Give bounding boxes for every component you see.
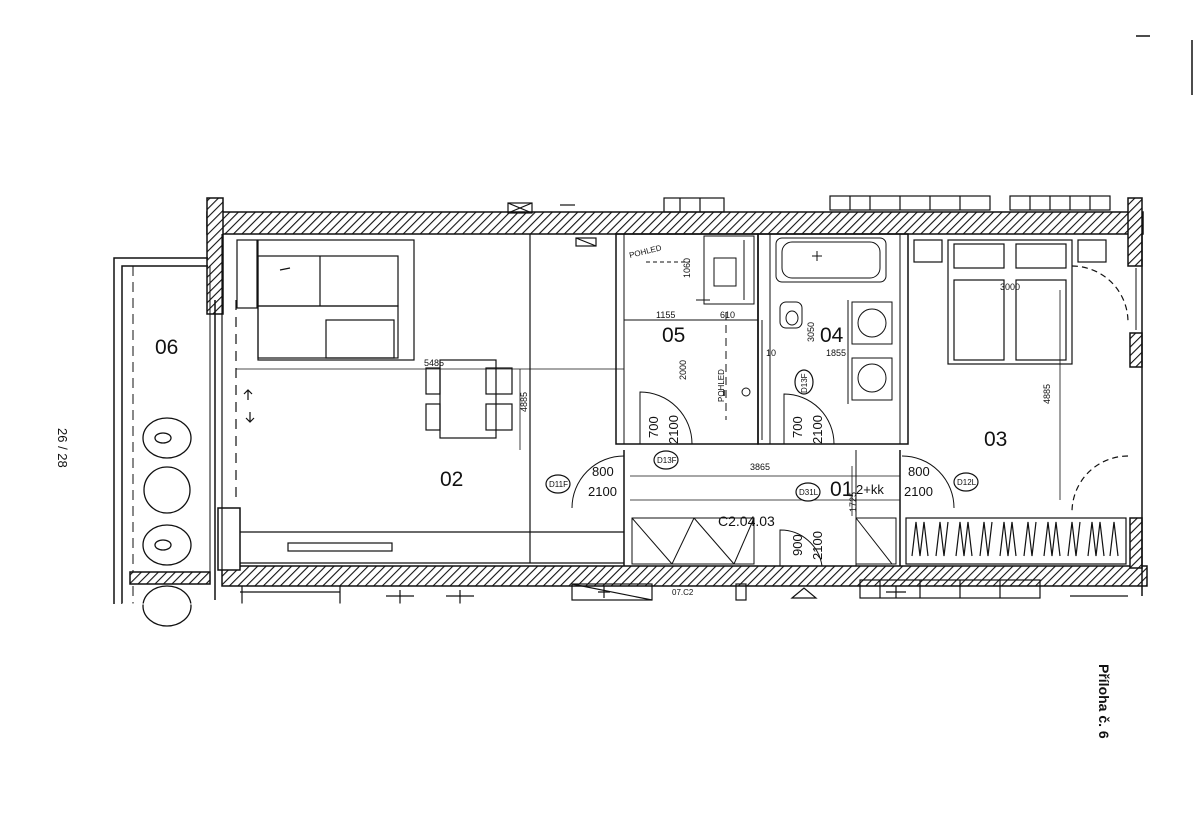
dim-5485: 5485: [424, 358, 444, 368]
dim-1855: 1855: [826, 348, 846, 358]
door-d12l-width: 800: [908, 464, 930, 479]
dim-4885-left: 4885: [519, 392, 529, 412]
bedroom-03: [905, 234, 1143, 596]
dim-1725: 1725: [848, 492, 858, 512]
top-wall-elements: [507, 195, 1111, 214]
balcony-furniture: [142, 417, 192, 627]
door-tag-d13f-b: D13F: [800, 373, 809, 393]
room-label-01: 01: [830, 478, 853, 501]
pohled-label-b: POHLED: [717, 369, 726, 402]
dim-1155: 1155: [656, 310, 675, 320]
unit-layout: 2+kk: [856, 482, 884, 497]
room-label-03: 03: [984, 428, 1007, 451]
hallway-01: [571, 450, 955, 567]
dim-3050: 3050: [806, 322, 816, 342]
room-04: [757, 233, 909, 445]
dim-1060: 1060: [682, 258, 692, 278]
room-label-05: 05: [662, 324, 685, 347]
room-label-02: 02: [440, 468, 463, 491]
door-entry-height: 2100: [810, 531, 825, 560]
living-room-02: [221, 234, 624, 570]
door-tag-d11f: D11F: [549, 480, 568, 489]
unit-code: C2.04.03: [718, 513, 775, 529]
balcony-06: [113, 257, 216, 604]
door-05-width: 700: [646, 416, 661, 438]
room-label-04: 04: [820, 324, 844, 347]
pohled-label-a: POHLED: [628, 243, 662, 260]
sheet-number: 26 / 28: [55, 428, 70, 468]
door-d12l-height: 2100: [904, 484, 933, 499]
dim-4885-right: 4885: [1042, 384, 1052, 404]
door-d11f-height: 2100: [588, 484, 617, 499]
room-label-06: 06: [155, 336, 178, 359]
dim-10: 10: [766, 348, 776, 358]
attachment-label: Příloha č. 6: [1096, 664, 1112, 739]
door-entry-width: 900: [790, 534, 805, 556]
door-05-height: 2100: [666, 415, 681, 444]
c2-tag: 07.C2: [672, 588, 694, 597]
bottom-elements: [122, 579, 1150, 605]
room-05: [615, 233, 759, 445]
dim-2000: 2000: [678, 360, 688, 380]
door-04-width: 700: [790, 416, 805, 438]
door-04-height: 2100: [810, 415, 825, 444]
exterior-walls: [206, 197, 1148, 587]
door-d11f-width: 800: [592, 464, 614, 479]
dim-3000: 3000: [1000, 282, 1020, 292]
door-tag-d31l: D31L: [799, 488, 819, 497]
door-tag-circles: [545, 369, 979, 502]
dim-3865: 3865: [750, 462, 770, 472]
door-tag-d12l: D12L: [957, 478, 977, 487]
door-tag-d13f-a: D13F: [657, 456, 677, 465]
dim-610: 610: [720, 310, 735, 320]
